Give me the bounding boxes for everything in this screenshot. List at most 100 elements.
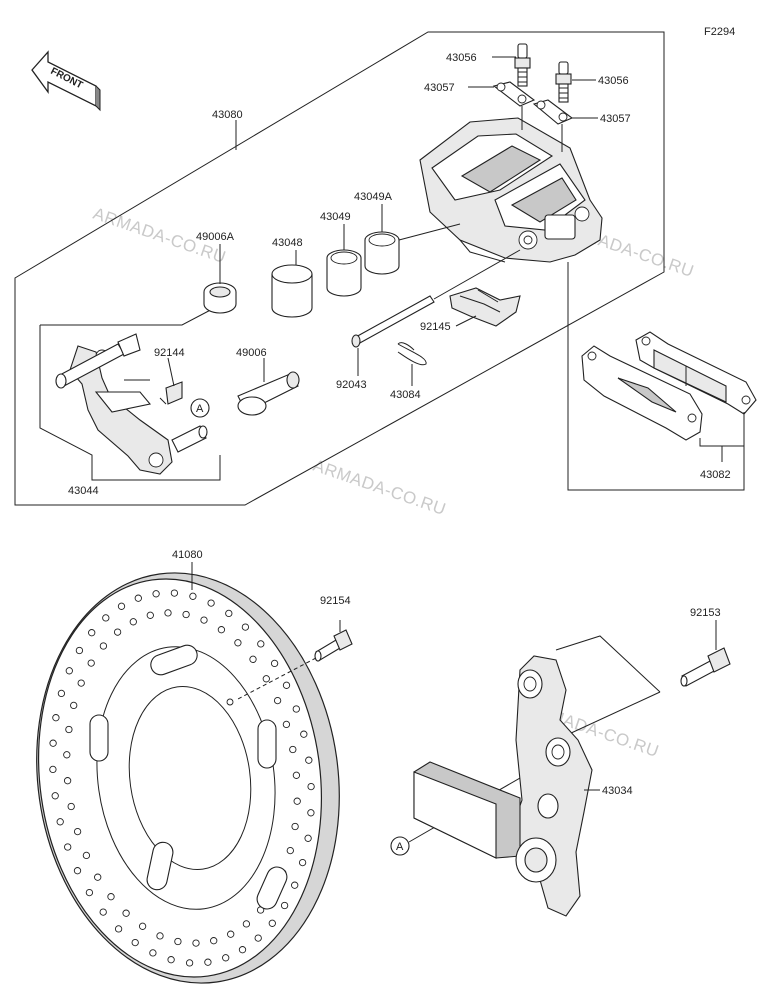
callout-a-upper: A	[190, 398, 210, 418]
bleeder-valve-1	[514, 43, 531, 87]
disc-vent-hole	[65, 725, 73, 734]
disc-vent-holes	[49, 589, 315, 967]
disc-vent-hole	[82, 851, 91, 860]
disc-vent-hole	[85, 888, 94, 897]
disc-vent-hole	[273, 696, 282, 705]
label-43044: 43044	[68, 485, 99, 497]
label-43057-lower: 43057	[600, 113, 631, 125]
disc-vent-hole	[307, 809, 315, 817]
label-43056-lower: 43056	[598, 75, 629, 87]
slide-pin-upper	[55, 333, 141, 389]
disc-vent-hole	[131, 938, 139, 947]
disc-vent-hole	[268, 919, 276, 927]
label-43082: 43082	[700, 469, 731, 481]
seal-43049	[326, 249, 362, 297]
disc-vent-hole	[189, 592, 197, 600]
disc-vent-hole	[298, 858, 307, 867]
disc-vent-hole	[270, 659, 279, 668]
disc-vent-hole	[185, 959, 194, 967]
disc-vent-hole	[75, 646, 84, 655]
disc-vent-hole	[64, 843, 72, 851]
disc-vent-hole	[57, 689, 66, 698]
disc-vent-hole	[87, 659, 95, 667]
disc-vent-hole	[129, 618, 137, 626]
disc-vent-hole	[242, 920, 251, 928]
disc-vent-hole	[300, 730, 308, 738]
label-49006: 49006	[236, 347, 267, 359]
disc-vent-hole	[170, 589, 179, 597]
disc-vent-hole	[292, 771, 301, 779]
disc-vent-hole	[241, 623, 250, 631]
disc-vent-hole	[164, 609, 172, 617]
disc-vent-hole	[291, 822, 299, 831]
disc-vent-hole	[238, 946, 247, 954]
caliper-bracket-43034	[413, 635, 661, 917]
label-92154: 92154	[320, 595, 351, 607]
disc-vent-hole	[204, 958, 212, 966]
label-43049: 43049	[320, 211, 351, 223]
leader-lines	[91, 56, 598, 590]
disc-vent-hole	[63, 777, 72, 785]
disc-vent-hole	[280, 901, 289, 910]
disc-bolt-92154	[235, 620, 353, 701]
pad-spring-92145	[449, 287, 521, 327]
disc-vent-hole	[292, 705, 300, 713]
disc-vent-hole	[99, 642, 108, 650]
disc-vent-hole	[262, 675, 270, 683]
disc-vent-hole	[289, 745, 297, 754]
disc-vent-hole	[113, 628, 122, 636]
label-92153: 92153	[690, 607, 721, 619]
disc-vent-hole	[149, 949, 157, 957]
disc-vent-hole	[156, 932, 164, 940]
caliper-bracket-43044	[69, 345, 173, 475]
bleeder-cap-1	[492, 81, 536, 107]
piston-43048	[271, 264, 313, 318]
boot-49006	[237, 371, 300, 416]
label-43084: 43084	[390, 389, 421, 401]
seal-43049A	[364, 231, 400, 275]
disc-vent-hole	[102, 614, 110, 622]
label-41080: 41080	[172, 549, 203, 561]
disc-vent-hole	[217, 626, 226, 634]
label-92145: 92145	[420, 321, 451, 333]
label-43056-upper: 43056	[446, 52, 477, 64]
figure-code: F2294	[704, 26, 735, 38]
caliper-assembly-frame	[14, 31, 745, 506]
disc-vent-hole	[88, 629, 96, 637]
label-43057-upper: 43057	[424, 82, 455, 94]
label-43034: 43034	[602, 785, 633, 797]
disc-vent-hole	[293, 797, 301, 805]
disc-vent-hole	[107, 893, 115, 901]
boot-49006A	[203, 282, 237, 314]
disc-vent-hole	[52, 714, 60, 722]
disc-vent-hole	[49, 765, 57, 774]
disc-vent-hole	[282, 681, 291, 689]
disc-vent-hole	[167, 956, 175, 964]
disc-vent-hole	[249, 655, 257, 663]
disc-vent-hole	[225, 609, 233, 618]
bleeder-cap-2	[532, 99, 574, 125]
brake-disc-41080	[36, 572, 340, 984]
clip-43084	[397, 342, 427, 366]
disc-vent-hole	[227, 930, 235, 938]
disc-vent-hole	[70, 701, 78, 710]
slide-pin-lower	[171, 425, 208, 453]
disc-vent-hole	[182, 610, 190, 619]
disc-vent-hole	[134, 594, 142, 602]
disc-vent-hole	[65, 667, 73, 675]
disc-vent-hole	[63, 751, 71, 759]
disc-vent-hole	[49, 739, 57, 747]
watermark-3: ARMADA-CO.RU	[311, 456, 449, 519]
disc-vent-hole	[307, 782, 315, 791]
disc-vent-hole	[152, 590, 160, 598]
label-43080: 43080	[212, 109, 243, 121]
label-49006A: 49006A	[196, 231, 235, 243]
bleeder-valve-2	[555, 61, 572, 103]
bracket-bolt-92153	[680, 620, 731, 687]
label-43048: 43048	[272, 237, 303, 249]
brake-pad-set-43082	[581, 331, 757, 462]
disc-vent-hole	[117, 602, 126, 610]
disc-vent-hole	[286, 846, 294, 855]
disc-vent-hole	[200, 616, 208, 624]
